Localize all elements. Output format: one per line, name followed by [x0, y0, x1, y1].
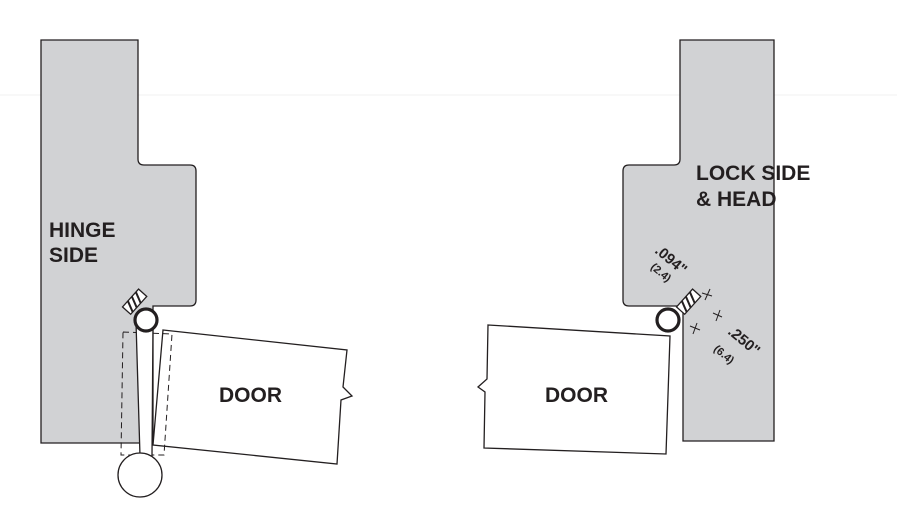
seal-bulb-right: [655, 307, 681, 333]
hinge-side-label-line1: HINGE: [49, 219, 116, 242]
hinge-side-label-line2: SIDE: [49, 244, 98, 267]
lock-side-door: [476, 324, 671, 455]
seal-bulb-left: [133, 307, 159, 333]
lock-side-view: LOCK SIDE & HEAD DOOR .094" (2.4) .250" …: [476, 39, 810, 455]
hinge-knuckle: [117, 452, 163, 498]
hinge-side-frame: [40, 39, 197, 444]
seal-insert-left: [121, 288, 148, 316]
seal-insert-right: [675, 288, 702, 316]
lock-side-frame: [622, 39, 775, 442]
hinge-side-door-label: DOOR: [219, 384, 282, 407]
hinge-side-door: [152, 329, 354, 465]
lock-side-label-line2: & HEAD: [696, 188, 777, 211]
hinge-leaf-dashed: [120, 331, 173, 456]
hinge-side-view: HINGE SIDE DOOR: [40, 39, 354, 498]
lock-side-door-label: DOOR: [545, 384, 608, 407]
dimension-markers: [689, 288, 723, 335]
lock-side-label-line1: LOCK SIDE: [696, 162, 810, 185]
